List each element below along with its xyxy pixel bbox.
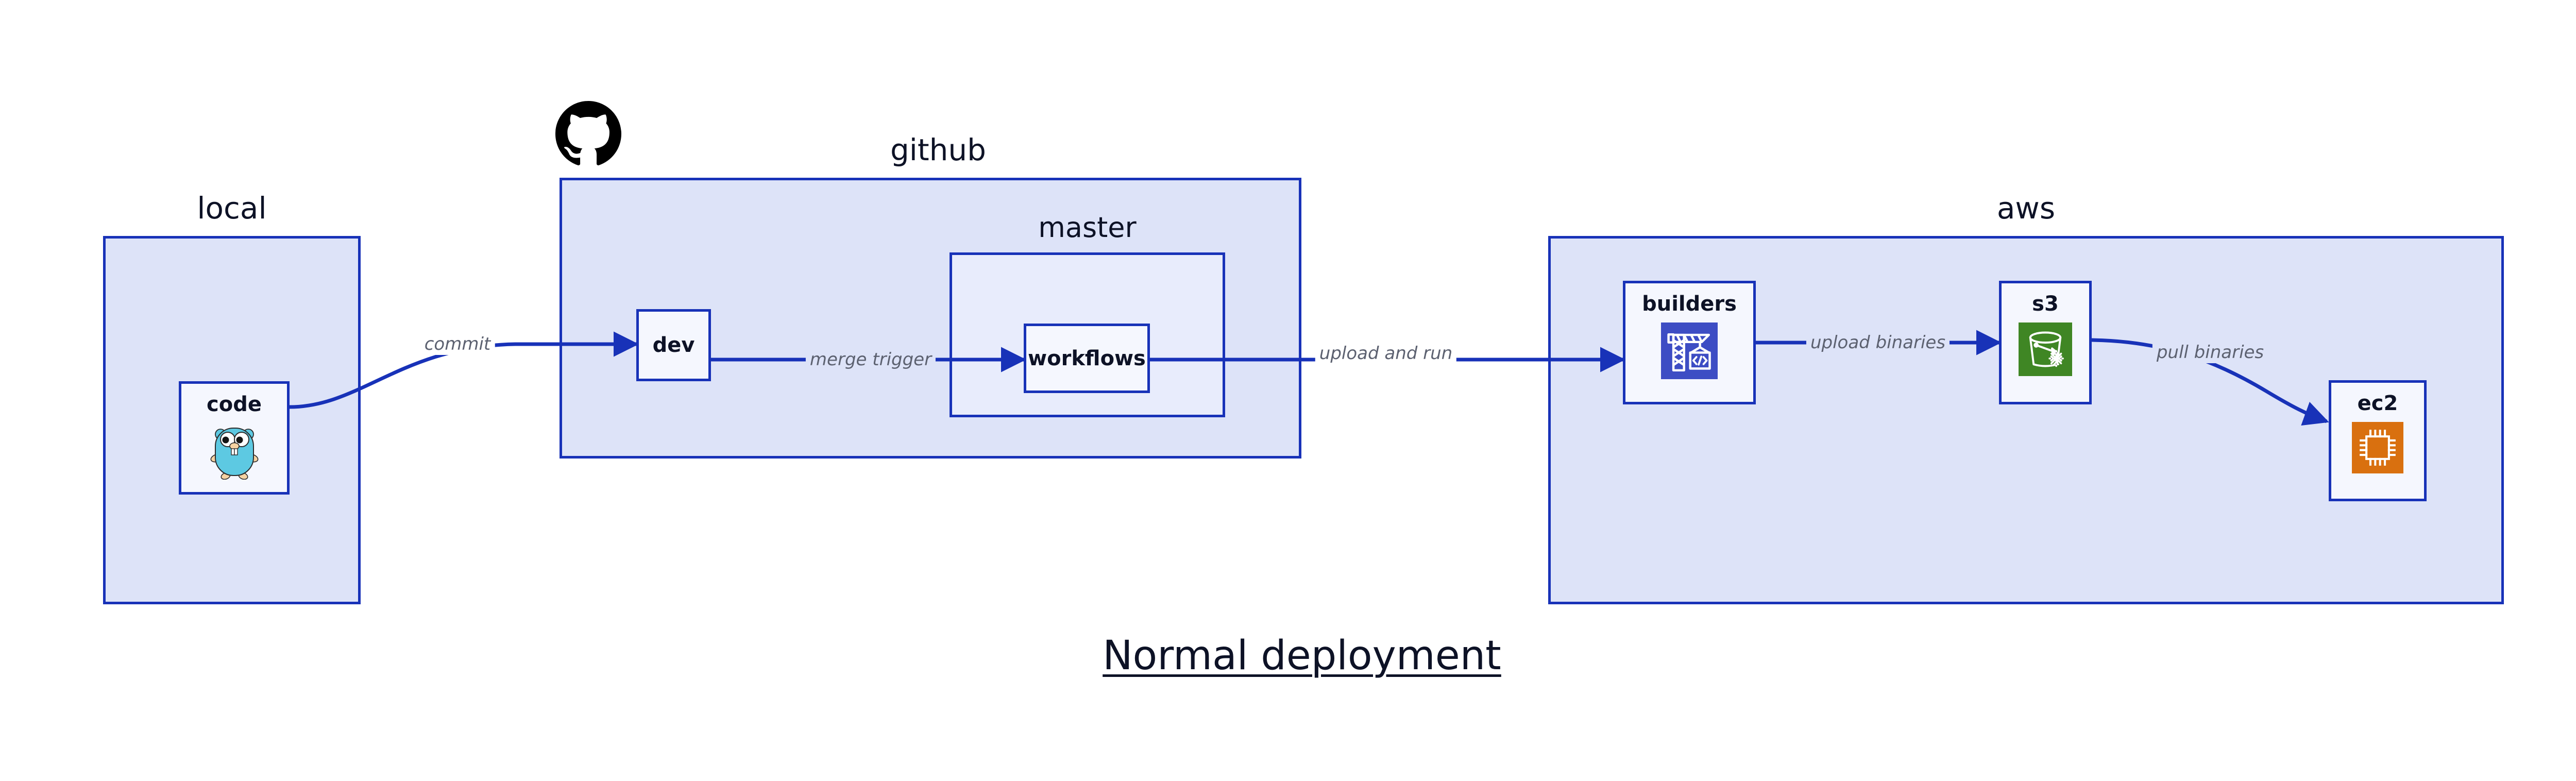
node-workflows-label: workflows: [1028, 346, 1146, 370]
edge-label-commit: commit: [420, 333, 495, 355]
node-code[interactable]: code: [179, 381, 290, 495]
node-ec2-label: ec2: [2357, 392, 2398, 415]
diagram-title: Normal deployment: [1103, 633, 1501, 679]
aws-builders-crane-icon: [1661, 322, 1718, 381]
edge-label-pull-binaries: pull binaries: [2152, 342, 2268, 363]
group-label-aws: aws: [1996, 191, 2056, 226]
group-label-github: github: [890, 132, 986, 167]
node-s3[interactable]: s3: [1999, 281, 2092, 404]
node-dev-label: dev: [652, 333, 695, 357]
node-code-label: code: [207, 393, 262, 416]
edge-label-upload-binaries: upload binaries: [1806, 332, 1950, 353]
aws-s3-bucket-icon: [2019, 322, 2072, 378]
group-label-master: master: [1038, 211, 1137, 244]
node-s3-label: s3: [2032, 292, 2059, 316]
github-octocat-icon: [555, 101, 621, 167]
group-label-local: local: [197, 191, 267, 226]
edge-label-merge-trigger: merge trigger: [805, 349, 936, 370]
node-builders-label: builders: [1642, 292, 1737, 316]
node-ec2[interactable]: ec2: [2329, 380, 2427, 501]
node-workflows[interactable]: workflows: [1024, 324, 1150, 393]
node-builders[interactable]: builders: [1623, 281, 1756, 404]
aws-ec2-chip-icon: [2352, 422, 2403, 476]
node-dev[interactable]: dev: [636, 309, 711, 381]
edge-label-upload-and-run: upload and run: [1315, 343, 1457, 364]
go-gopher-icon: [210, 423, 259, 482]
